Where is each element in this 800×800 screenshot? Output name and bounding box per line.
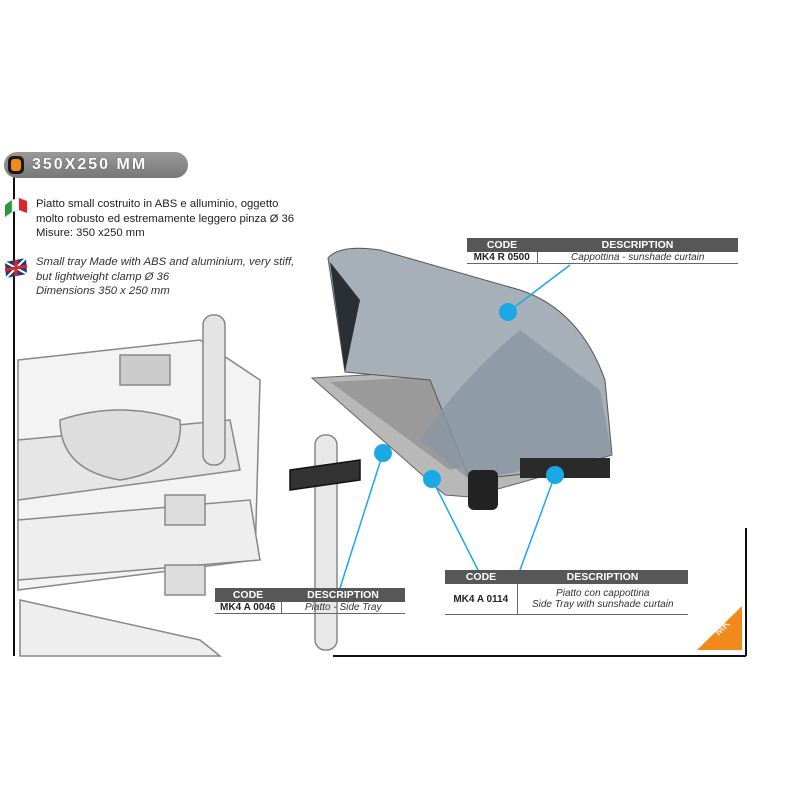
callout-dot xyxy=(499,303,517,321)
desc-line: Dimensions 350 x 250 mm xyxy=(36,285,170,297)
column-header-description: DESCRIPTION xyxy=(537,238,738,252)
italy-flag-icon xyxy=(5,197,27,217)
desc-line: but lightweight clamp Ø 36 xyxy=(36,270,170,283)
brand-logo-corner xyxy=(697,606,742,650)
desc-line: Side Tray with sunshade curtain xyxy=(531,599,674,610)
desc-line: Piatto con cappottina xyxy=(556,588,650,599)
column-header-description: DESCRIPTION xyxy=(517,570,688,584)
column-header-code: CODE xyxy=(215,588,281,602)
column-header-code: CODE xyxy=(467,238,537,252)
column-header-description: DESCRIPTION xyxy=(281,588,405,602)
side-tray-with-curtain xyxy=(310,247,613,510)
english-description: Small tray Made with ABS and aluminium, … xyxy=(36,255,294,299)
desc-line: Misure: 350 x250 mm xyxy=(36,227,145,239)
callout-dot xyxy=(423,470,441,488)
orange-badge-icon xyxy=(8,156,24,174)
callout-lines xyxy=(339,264,571,589)
product-code: MK4 A 0114 xyxy=(445,584,518,615)
column-header-code: CODE xyxy=(445,570,517,584)
seatbox-sketch xyxy=(17,314,361,657)
desc-line: Small tray Made with ABS and aluminium, … xyxy=(36,256,295,268)
product-description: Piatto - Side Tray xyxy=(281,602,405,614)
product-code: MK4 A 0046 xyxy=(215,602,282,614)
product-description: Cappottina - sunshade curtain xyxy=(537,252,738,264)
callout-dot xyxy=(374,444,392,462)
callout-dot xyxy=(546,466,564,484)
desc-line: molto robusto ed estremamente leggero pi… xyxy=(36,212,295,225)
italian-description: Piatto small costruito in ABS e allumini… xyxy=(36,197,294,241)
product-code: MK4 R 0500 xyxy=(467,252,538,264)
desc-line: Piatto small costruito in ABS e allumini… xyxy=(36,198,279,210)
size-title: 350X250 MM xyxy=(32,156,148,173)
size-header-pill xyxy=(4,152,188,178)
uk-flag-icon xyxy=(4,257,28,279)
